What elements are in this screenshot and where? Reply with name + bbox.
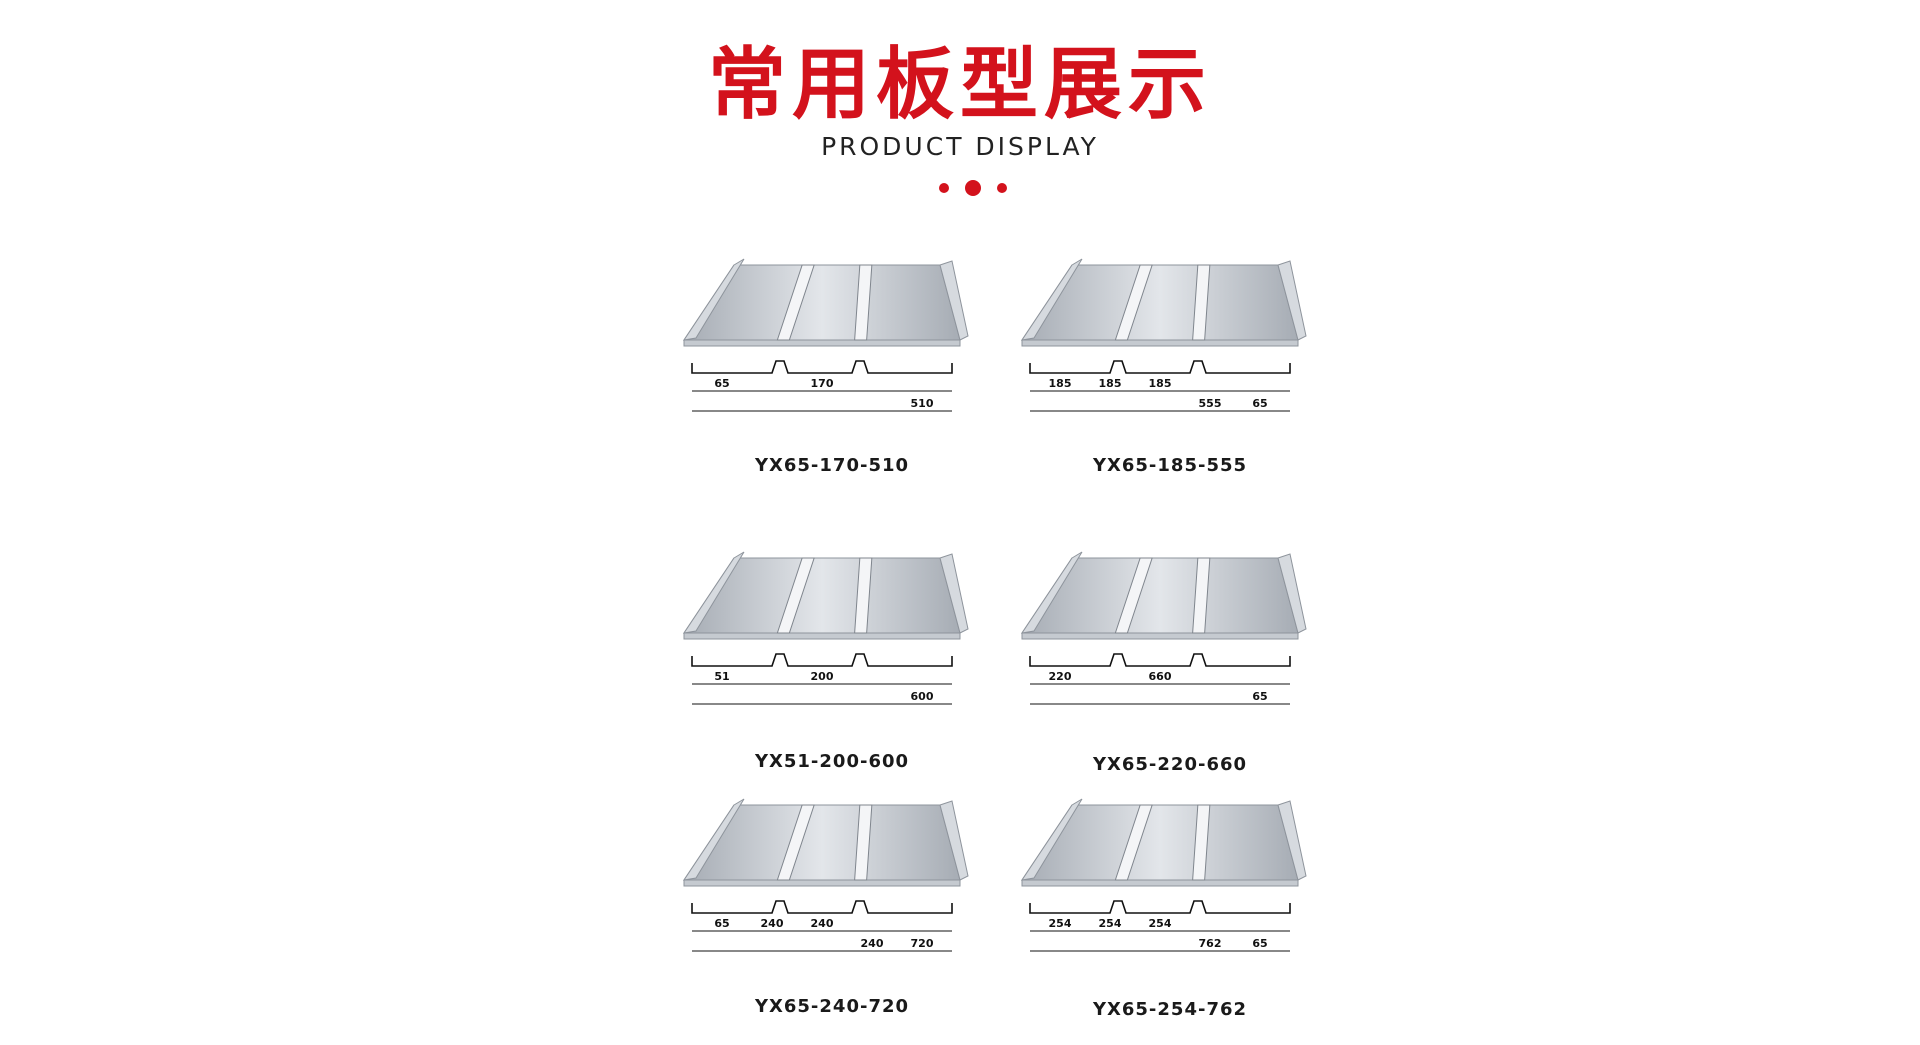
dimension-label: 240 <box>761 917 784 930</box>
dimension-label: 510 <box>911 397 934 410</box>
deck-rib <box>1192 557 1211 634</box>
deck-lip-left <box>1020 798 1083 881</box>
dimension-label: 720 <box>911 937 934 950</box>
product-card: 185 185 185 555 65 YX65-185-555 <box>1010 255 1330 505</box>
deck-rib <box>854 557 873 634</box>
dimension-label: 185 <box>1049 377 1072 390</box>
dimension-label: 170 <box>811 377 834 390</box>
deck-panel-surface <box>683 804 961 881</box>
deck-panel-edge <box>683 632 961 640</box>
deck-lip-right <box>1277 800 1307 881</box>
product-model-label: YX65-170-510 <box>754 455 910 476</box>
product-model-label: YX65-240-720 <box>754 996 910 1017</box>
dimension-label: 185 <box>1149 377 1172 390</box>
deck-panel-edge <box>683 879 961 887</box>
deck-lip-left <box>682 551 745 634</box>
deck-rib <box>1114 557 1153 634</box>
deck-illustration: 254 254 254 762 65 <box>1020 798 1307 952</box>
deck-rib <box>1192 264 1211 341</box>
dimension-label: 555 <box>1199 397 1222 410</box>
dimension-label: 65 <box>714 377 729 390</box>
deck-rib <box>776 264 815 341</box>
cross-section-profile <box>1029 360 1291 374</box>
product-model-label: YX51-200-600 <box>754 751 910 772</box>
dimension-label: 240 <box>861 937 884 950</box>
deck-lip-right <box>1277 553 1307 634</box>
deck-panel-edge <box>1021 632 1299 640</box>
deck-panel-edge <box>1021 879 1299 887</box>
deck-rib <box>1114 804 1153 881</box>
dimension-label: 254 <box>1049 917 1072 930</box>
product-model-label: YX65-185-555 <box>1092 455 1248 476</box>
deck-panel-surface <box>683 264 961 341</box>
deck-illustration: 220 660 65 <box>1020 551 1307 705</box>
deck-rib <box>854 264 873 341</box>
dimension-label: 65 <box>1252 937 1267 950</box>
dimension-label: 51 <box>714 670 729 683</box>
deck-panel-surface <box>1021 264 1299 341</box>
cross-section-profile <box>1029 653 1291 667</box>
cross-section-profile <box>1029 900 1291 914</box>
deck-lip-right <box>939 260 969 341</box>
deck-illustration: 185 185 185 555 65 <box>1020 258 1307 412</box>
page-subtitle: PRODUCT DISPLAY <box>821 132 1099 161</box>
deck-lip-left <box>1020 551 1083 634</box>
deck-panel-surface <box>1021 804 1299 881</box>
deck-rib <box>1114 264 1153 341</box>
deck-panel-edge <box>683 339 961 347</box>
product-model-label: YX65-254-762 <box>1092 999 1248 1020</box>
deck-lip-left <box>682 258 745 341</box>
cross-section-profile <box>691 360 953 374</box>
dimension-label: 254 <box>1099 917 1122 930</box>
product-card: 220 660 65 YX65-220-660 <box>1010 548 1330 798</box>
deck-rib <box>776 557 815 634</box>
dot-left-icon <box>939 183 949 193</box>
product-card: 65 240 240 240 720 YX65-240-720 <box>672 795 992 1045</box>
dimension-label: 762 <box>1199 937 1222 950</box>
dimension-label: 660 <box>1149 670 1172 683</box>
deck-panel-edge <box>1021 339 1299 347</box>
dimension-label: 200 <box>811 670 834 683</box>
product-model-label: YX65-220-660 <box>1092 754 1248 775</box>
deck-lip-right <box>1277 260 1307 341</box>
dimension-label: 185 <box>1099 377 1122 390</box>
deck-lip-left <box>1020 258 1083 341</box>
page-title: 常用板型展示 <box>707 39 1212 130</box>
dot-right-icon <box>997 183 1007 193</box>
deck-illustration: 65 170 510 <box>682 258 969 412</box>
deck-panel-surface <box>683 557 961 634</box>
dimension-label: 65 <box>1252 397 1267 410</box>
dimension-label: 254 <box>1149 917 1172 930</box>
deck-lip-right <box>939 800 969 881</box>
dimension-label: 240 <box>811 917 834 930</box>
dimension-label: 65 <box>714 917 729 930</box>
deck-panel-surface <box>1021 557 1299 634</box>
deck-lip-right <box>939 553 969 634</box>
deck-illustration: 51 200 600 <box>682 551 969 705</box>
dimension-label: 65 <box>1252 690 1267 703</box>
dimension-label: 220 <box>1049 670 1072 683</box>
deck-illustration: 65 240 240 240 720 <box>682 798 969 952</box>
dimension-label: 600 <box>911 690 934 703</box>
cross-section-profile <box>691 653 953 667</box>
deck-rib <box>776 804 815 881</box>
product-card: 254 254 254 762 65 YX65-254-762 <box>1010 795 1330 1045</box>
deck-rib <box>1192 804 1211 881</box>
decorative-dots <box>935 178 1015 198</box>
deck-rib <box>854 804 873 881</box>
product-card: 65 170 510 YX65-170-510 <box>672 255 992 505</box>
deck-lip-left <box>682 798 745 881</box>
dot-center-icon <box>965 180 981 196</box>
cross-section-profile <box>691 900 953 914</box>
product-card: 51 200 600 YX51-200-600 <box>672 548 992 798</box>
